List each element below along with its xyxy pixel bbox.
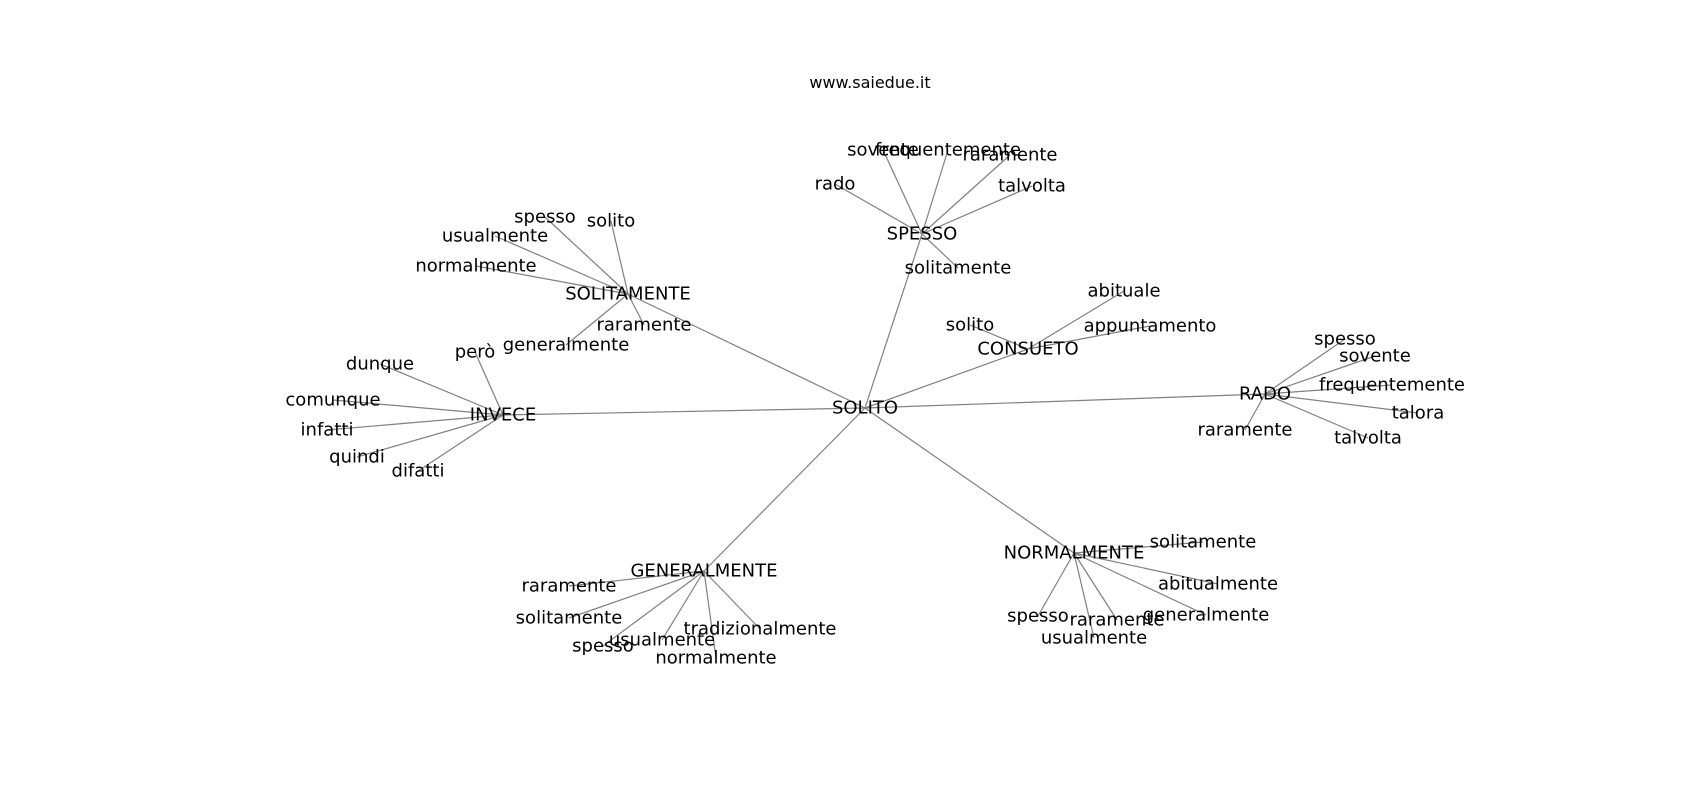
edge-hub-child — [1264, 384, 1393, 395]
edge-center-hub — [502, 407, 866, 416]
edge-hub-child — [494, 235, 629, 295]
leaf-node-label: raramente — [1069, 610, 1164, 631]
edge-hub-child — [882, 149, 923, 235]
edge-hub-child — [602, 570, 705, 647]
edge-hub-child — [1073, 552, 1219, 585]
hub-node-label: INVECE — [470, 405, 536, 426]
leaf-node-label: solitamente — [516, 608, 623, 629]
hub-node-label: GENERALMENTE — [630, 561, 777, 582]
edge-hub-child — [474, 351, 504, 416]
leaf-node-label: talvolta — [1334, 428, 1402, 449]
edge-hub-child — [969, 324, 1029, 350]
edge-hub-child — [1073, 541, 1204, 554]
leaf-node-label: sovente — [847, 140, 919, 161]
edge-hub-child — [568, 570, 705, 619]
leaf-node-label: dunque — [346, 354, 414, 375]
hub-node-label: NORMALMENTE — [1004, 543, 1145, 564]
edge-center-hub — [864, 393, 1266, 409]
leaf-node-label: sovente — [1339, 346, 1411, 367]
edge-hub-child — [661, 570, 705, 641]
edge-hub-child — [703, 570, 761, 630]
leaf-node-label: talora — [1392, 403, 1445, 424]
leaf-node-label: normalmente — [655, 648, 776, 669]
edge-hub-child — [1244, 393, 1266, 431]
leaf-node-label: spesso — [1314, 329, 1376, 350]
edge-hub-child — [921, 154, 1011, 235]
edge-hub-child — [921, 149, 949, 235]
center-node-label: SOLITO — [832, 398, 898, 419]
hub-node-label: RADO — [1239, 384, 1291, 405]
hub-node-label: SOLITAMENTE — [565, 284, 691, 305]
edge-hub-child — [1027, 290, 1125, 350]
hub-node-label: SPESSO — [887, 224, 958, 245]
hub-node-label: CONSUETO — [977, 339, 1078, 360]
edge-hub-child — [1073, 552, 1095, 639]
leaf-node-label: solitamente — [905, 258, 1012, 279]
leaf-node-label: spesso — [514, 207, 576, 228]
edge-hub-child — [834, 183, 923, 235]
leaf-node-label: generalmente — [503, 335, 630, 356]
leaf-node-label: difatti — [392, 461, 445, 482]
edge-center-hub — [864, 348, 1029, 409]
leaf-node-label: usualmente — [442, 226, 548, 247]
leaf-node-label: abitualmente — [1158, 574, 1278, 595]
edge-center-hub — [703, 407, 866, 572]
leaf-node-label: usualmente — [1041, 628, 1147, 649]
edge-hub-child — [1037, 552, 1075, 617]
edge-hub-child — [921, 233, 959, 269]
leaf-node-label: infatti — [301, 420, 354, 441]
site-label: www.saiedue.it — [809, 73, 930, 92]
edge-hub-child — [1264, 338, 1346, 395]
leaf-node-label: talvolta — [998, 176, 1066, 197]
leaf-node-label: normalmente — [415, 256, 536, 277]
edge-hub-child — [1264, 393, 1369, 439]
leaf-node-label: quindi — [329, 447, 385, 468]
leaf-node-label: rado — [815, 174, 856, 195]
graph-edges — [326, 149, 1419, 659]
leaf-node-label: appuntamento — [1084, 316, 1217, 337]
leaf-node-label: raramente — [962, 145, 1057, 166]
edge-center-hub — [864, 407, 1075, 554]
edge-center-hub — [627, 293, 866, 409]
edge-hub-child — [332, 399, 504, 416]
edge-hub-child — [1264, 355, 1376, 395]
edge-hub-child — [1073, 552, 1207, 616]
graph-labels: SOLITOSPESSOsoventefrequentementeraramen… — [285, 140, 1465, 669]
edge-hub-child — [1027, 325, 1151, 350]
edge-hub-child — [610, 220, 629, 295]
edge-hub-child — [921, 185, 1033, 235]
leaf-node-label: frequentemente — [875, 140, 1021, 161]
edge-hub-child — [627, 293, 645, 326]
leaf-node-label: solito — [946, 315, 994, 336]
leaf-node-label: spesso — [1007, 606, 1069, 627]
leaf-node-label: frequentemente — [1319, 375, 1465, 396]
edge-hub-child — [417, 414, 504, 472]
edge-center-hub — [864, 233, 923, 409]
leaf-node-label: tradizionalmente — [684, 619, 837, 640]
leaf-node-label: usualmente — [609, 630, 715, 651]
leaf-node-label: solito — [587, 211, 635, 232]
edge-hub-child — [568, 570, 705, 587]
edge-hub-child — [356, 414, 504, 458]
edge-hub-child — [565, 293, 629, 346]
leaf-node-label: comunque — [285, 390, 380, 411]
leaf-node-label: solitamente — [1150, 532, 1257, 553]
leaf-node-label: però — [455, 342, 496, 363]
edge-hub-child — [326, 414, 504, 431]
edge-hub-child — [544, 216, 629, 295]
leaf-node-label: raramente — [596, 315, 691, 336]
leaf-node-label: generalmente — [1143, 605, 1270, 626]
leaf-node-label: raramente — [521, 576, 616, 597]
leaf-node-label: raramente — [1197, 420, 1292, 441]
edge-hub-child — [1073, 552, 1118, 621]
edge-hub-child — [1264, 393, 1419, 414]
edge-hub-child — [703, 570, 717, 659]
edge-hub-child — [379, 363, 504, 416]
leaf-node-label: spesso — [572, 636, 634, 657]
leaf-node-label: abituale — [1087, 281, 1160, 302]
edge-hub-child — [475, 265, 629, 295]
